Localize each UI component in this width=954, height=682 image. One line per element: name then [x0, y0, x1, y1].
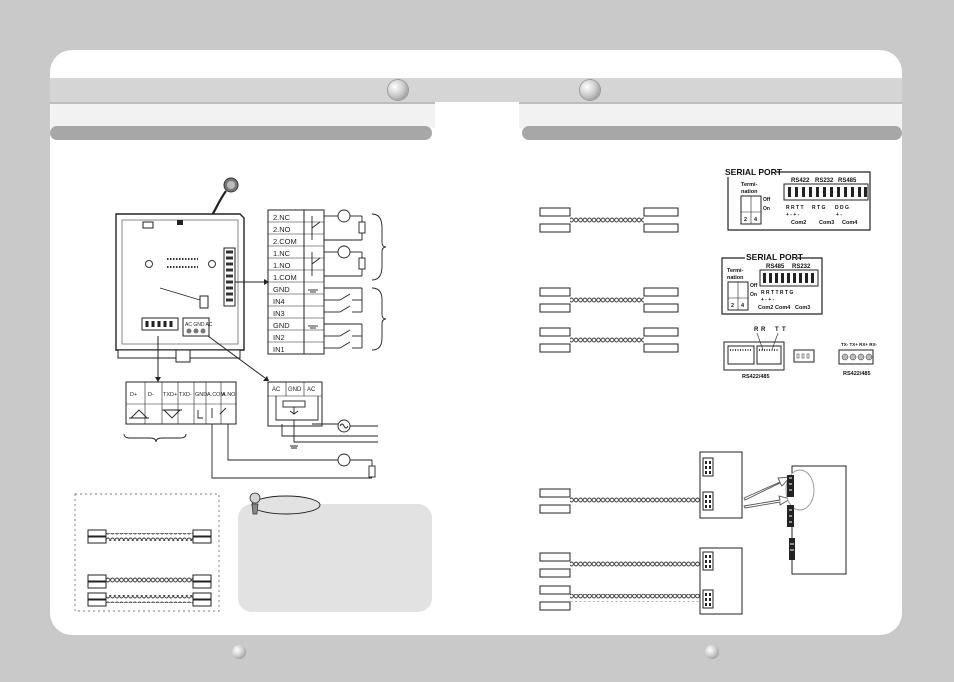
- main-controller-module: [785, 465, 847, 575]
- right-twisted-pair-1: [539, 207, 679, 233]
- terminal-block-label: RS422/485: [843, 371, 871, 377]
- lower-right-pair-b: [539, 552, 700, 578]
- rs485-terminal-label-3: TXD-: [179, 392, 192, 398]
- controller-module-upper: [699, 451, 743, 519]
- serial-port-panel-2: SERIAL PORT Termi- nation 2 4 Off On RS4…: [721, 251, 823, 315]
- serial-port-1-com3: Com3: [819, 220, 834, 226]
- rj-pin-t1: T: [775, 327, 779, 333]
- cable-legend-box: [74, 493, 220, 612]
- rs485-terminal-label-6: A.NO: [222, 392, 236, 398]
- rs485-terminal-label-1: D-: [148, 392, 154, 398]
- serial-port-2-title: SERIAL PORT: [746, 252, 804, 262]
- relay-wiring: [311, 209, 387, 281]
- board-housing: AC GND AC: [115, 213, 245, 363]
- serial-port-1-pin-labels-c: D D G: [835, 205, 849, 211]
- right-twisted-pair-2: [539, 287, 679, 313]
- right-twisted-pair-3: [539, 327, 679, 353]
- serial-port-1-pin-signs-485: + -: [836, 212, 842, 218]
- serial-port-2-off: Off: [750, 283, 758, 289]
- serial-port-2-termination-line-1: Termi-: [727, 268, 744, 274]
- rs485-terminal-label-0: D+: [130, 392, 137, 398]
- rs485-terminal-label-2: TXD+: [163, 392, 177, 398]
- terminal-block-connector: TX- TX+ RX+ RX- RS422/485: [838, 342, 878, 377]
- terminal-block-pins: TX- TX+ RX+ RX-: [841, 342, 878, 347]
- right-header-bubble-icon: [580, 80, 600, 100]
- serial-port-2-dip-4: 4: [741, 303, 745, 309]
- relay-terminal-label-1: 2.NO: [273, 225, 291, 234]
- input-wiring: [308, 287, 387, 351]
- serial-port-1-pin-labels-a: R R T T: [786, 205, 804, 211]
- relay-terminal-label-2: 2.COM: [273, 237, 297, 246]
- rs485-terminal-strip: [125, 381, 237, 425]
- serial-port-1-title: SERIAL PORT: [725, 167, 783, 177]
- right-section-bar: [522, 126, 902, 140]
- input-terminal-label-0: GND: [273, 285, 290, 294]
- rj-connector-label: RS422/485: [742, 374, 770, 380]
- left-twisted-pairs: [87, 529, 212, 607]
- left-section-bar: [50, 126, 432, 140]
- serial-port-2-pin-signs: + - + -: [761, 297, 775, 303]
- serial-port-2-dip-2: 2: [731, 303, 734, 309]
- input-terminal-label-1: IN4: [273, 297, 285, 306]
- input-terminal-label-4: IN2: [273, 333, 285, 342]
- input-terminal-label-3: GND: [273, 321, 290, 330]
- power-terminal-label-0: AC: [272, 387, 281, 393]
- rs485-terminal-label-5: A.COM: [207, 392, 225, 398]
- serial-port-2-header-rs232: RS232: [792, 264, 811, 270]
- serial-port-2-com-a: Com2: [758, 305, 773, 311]
- note-pen-icon: [249, 492, 261, 515]
- serial-port-2-termination-line-2: nation: [727, 275, 744, 281]
- serial-port-1-header-rs485: RS485: [838, 178, 857, 184]
- left-header-bubble-icon: [388, 80, 408, 100]
- serial-port-1-pin-labels-b: R T G: [812, 205, 825, 211]
- header-band: [50, 78, 902, 102]
- serial-port-1-header-rs232: RS232: [815, 178, 834, 184]
- serial-port-1-com4: Com4: [842, 220, 858, 226]
- callout-arrows: [743, 476, 792, 509]
- input-terminal-label-5: IN1: [273, 345, 285, 354]
- power-terminal-label-1: GND: [288, 387, 302, 393]
- serial-port-2-pin-labels: R R T T R T G: [761, 290, 793, 296]
- lower-right-pair-a: [539, 488, 700, 514]
- serial-port-1-termination-line-2: nation: [741, 189, 758, 195]
- serial-port-1-dip-4: 4: [754, 217, 758, 223]
- rj-pin-r2: R: [761, 327, 766, 333]
- rj45-connector-panel: R R T T RS422/485: [723, 327, 815, 380]
- serial-port-1-off: Off: [763, 197, 771, 203]
- relay-terminal-label-3: 1.NC: [273, 249, 291, 258]
- relay-terminal-label-4: 1.NO: [273, 261, 291, 270]
- note-box: [238, 504, 432, 612]
- serial-port-1-termination-line-1: Termi-: [741, 182, 758, 188]
- controller-module-lower: [699, 547, 743, 615]
- serial-port-2-com-b: Com4: [775, 305, 791, 311]
- relay-terminal-label-0: 2.NC: [273, 213, 291, 222]
- serial-port-2-on: On: [750, 292, 757, 298]
- lower-right-pair-c: [539, 585, 700, 611]
- rs485-terminal-label-4: GND: [195, 392, 207, 398]
- left-page-number-bubble-icon: [232, 645, 246, 659]
- input-terminal-label-2: IN3: [273, 309, 285, 318]
- serial-port-2-com-c: Com3: [795, 305, 810, 311]
- serial-port-1-on: On: [763, 206, 770, 212]
- serial-port-2-header-rs485: RS485: [766, 264, 785, 270]
- svg-text:AC GND AC: AC GND AC: [185, 322, 213, 328]
- relay-terminal-label-5: 1.COM: [273, 273, 297, 282]
- left-subheader-band: [50, 102, 435, 128]
- serial-port-panel-1: SERIAL PORT Termi- nation 2 4 Off On RS4…: [724, 166, 871, 231]
- power-terminal-label-2: AC: [307, 387, 316, 393]
- serial-port-1-header-rs422: RS422: [791, 178, 810, 184]
- rj-pin-t2: T: [782, 327, 786, 333]
- rj-pin-r1: R: [754, 327, 759, 333]
- power-terminal-strip: [267, 381, 323, 427]
- right-page-number-bubble-icon: [705, 645, 719, 659]
- serial-port-1-pin-signs: + - + -: [786, 212, 800, 218]
- serial-port-1-com2: Com2: [791, 220, 806, 226]
- serial-port-1-dip-2: 2: [744, 217, 747, 223]
- right-subheader-band: [519, 102, 902, 128]
